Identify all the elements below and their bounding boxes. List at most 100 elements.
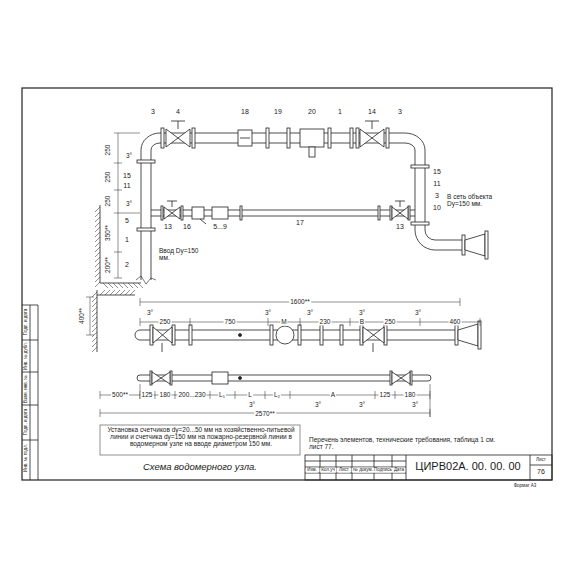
wall-hatch <box>92 302 97 307</box>
wall-hatch <box>118 283 123 288</box>
callout-number: 17 <box>295 219 305 226</box>
wall-hatch <box>95 277 100 282</box>
callout-number: 3 <box>150 108 156 115</box>
dimension-label: 350** <box>105 224 112 242</box>
wall-hatch <box>92 292 97 297</box>
dimension-label: 1600** <box>289 299 311 306</box>
drawing-number: ЦИРВ02А. 00. 00. 00 <box>414 461 521 473</box>
dimension-label: 125 <box>141 392 154 399</box>
dimension-label: 3° <box>411 402 419 409</box>
wall-hatch <box>95 222 100 227</box>
dimension-label: 250 <box>384 319 397 326</box>
callout-number: 15 <box>432 168 442 175</box>
wall-hatch <box>123 283 128 288</box>
drawing-title: Схема водомерного узла. <box>142 462 258 472</box>
callout-number: 10 <box>432 204 442 211</box>
dimension-label: 125 <box>379 392 392 399</box>
wall-hatch <box>105 290 110 295</box>
callout-number: 15 <box>122 172 132 179</box>
wall-hatch <box>95 212 100 217</box>
callout-number: 19 <box>273 108 283 115</box>
wall-hatch <box>128 283 133 288</box>
stamp-label: Подп. и дата <box>24 308 29 337</box>
title-block-cell: Подпись <box>373 468 393 473</box>
note-text: Перечень элементов, технические требован… <box>308 437 510 451</box>
callout-number: 3 <box>397 108 403 115</box>
wall-hatch <box>95 207 100 212</box>
wall-hatch <box>92 297 97 302</box>
dimension-label: 250 <box>105 144 112 157</box>
wall-hatch <box>92 317 97 322</box>
note-text: Установка счетчиков dу=20...50 мм на хоз… <box>103 427 299 447</box>
wall-hatch <box>92 307 97 312</box>
callout-number: 1 <box>124 236 130 243</box>
wall-hatch <box>95 267 100 272</box>
dimension-label: 3° <box>358 402 366 409</box>
wall-hatch <box>120 290 125 295</box>
wall-hatch <box>92 312 97 317</box>
wall-hatch <box>92 322 97 327</box>
dimension-label: 3° <box>264 310 272 317</box>
wall-hatch <box>95 272 100 277</box>
stamp-label: Подп. и дата <box>24 408 29 437</box>
wall-hatch <box>108 283 113 288</box>
wall-hatch <box>103 283 108 288</box>
dimension-label: 400** <box>79 307 86 325</box>
wall-hatch <box>95 282 100 287</box>
wall-hatch <box>133 283 138 288</box>
stamp-label: Взам. инв. № <box>24 374 29 404</box>
wall-hatch <box>95 242 100 247</box>
wall-hatch <box>92 327 97 332</box>
dimension-label: 200...230 <box>177 392 206 399</box>
callout-number: 5...9 <box>212 223 228 230</box>
wall-hatch <box>113 283 118 288</box>
dimension-label: 2570** <box>254 411 276 418</box>
wall-hatch <box>95 227 100 232</box>
wall-hatch <box>95 262 100 267</box>
title-block-cell: Лист <box>338 468 350 473</box>
wall-hatch <box>100 290 105 295</box>
callout-number: 11 <box>432 180 441 187</box>
sheet-number: 76 <box>536 468 546 475</box>
dimension-label: 180 <box>404 392 417 399</box>
callout-number: 13 <box>163 223 173 230</box>
dimension-label: 3° <box>414 310 422 317</box>
wall-hatch <box>138 283 143 288</box>
note-text: В сеть объекта Dу=150 мм. <box>446 194 508 208</box>
dimension-label: 250 <box>159 319 172 326</box>
callout-number: 14 <box>367 108 377 115</box>
wall-hatch <box>95 252 100 257</box>
wall-hatch <box>125 290 130 295</box>
dimension-label: 230 <box>319 319 332 326</box>
callout-number: 20 <box>307 108 317 115</box>
stamp-label: Инв. № подл. <box>24 443 29 473</box>
wall-hatch <box>115 290 120 295</box>
dimension-label: A <box>330 392 336 399</box>
dimension-label: 3° <box>314 402 322 409</box>
dimension-label: B <box>359 319 365 326</box>
title-block-cell: Формат А3 <box>513 484 538 489</box>
callout-number: 16 <box>182 223 192 230</box>
dimension-label: 3° <box>125 153 133 160</box>
callout-number: 3 <box>434 192 440 199</box>
dimension-label: L₂ <box>273 392 281 399</box>
wall-hatch <box>95 247 100 252</box>
callout-number: 13 <box>395 223 405 230</box>
wall-hatch <box>95 217 100 222</box>
stamp-label: Инв. № дубл. <box>24 341 29 371</box>
wall-hatch <box>95 232 100 237</box>
callout-number: 18 <box>240 108 250 115</box>
wall-hatch <box>95 257 100 262</box>
callout-number: 1 <box>337 108 343 115</box>
dimension-label: 250 <box>105 195 112 208</box>
dimension-label: 180 <box>159 392 172 399</box>
wall-hatch <box>130 290 135 295</box>
callout-number: 11 <box>122 182 131 189</box>
wall-hatch <box>92 332 97 337</box>
wall-hatch <box>92 347 97 352</box>
note-text: Ввод Dу=150 мм. <box>158 248 202 262</box>
dimension-label: 750 <box>224 319 237 326</box>
callout-number: 2 <box>124 261 130 268</box>
